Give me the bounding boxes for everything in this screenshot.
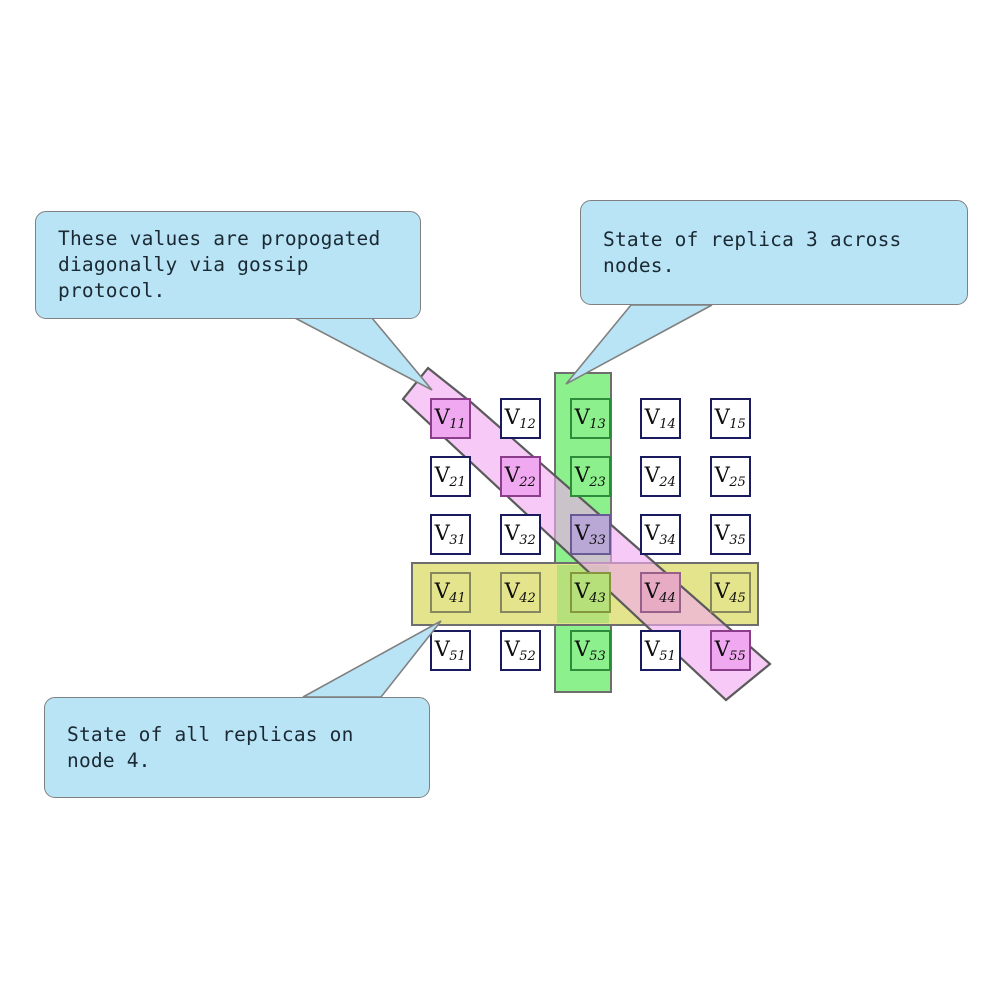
grid-cell-v45[interactable]: V45	[710, 572, 751, 613]
node-4-row-callout-tail	[302, 620, 442, 698]
grid-cell-label: V24	[644, 463, 676, 491]
grid-cell-label: V31	[434, 521, 466, 549]
grid-cell-v13[interactable]: V13	[570, 398, 611, 439]
grid-cell-label: V12	[504, 405, 536, 433]
callout-gossip-diagonal[interactable]: These values are propogated diagonally v…	[35, 211, 421, 319]
grid-cell-v51[interactable]: V51	[430, 630, 471, 671]
grid-cell-label: V42	[504, 579, 536, 607]
grid-cell-v31[interactable]: V31	[430, 514, 471, 555]
grid-cell-v22[interactable]: V22	[500, 456, 541, 497]
grid-cell-v35[interactable]: V35	[710, 514, 751, 555]
grid-cell-label: V22	[504, 463, 536, 491]
callout-replica-3-column-text: State of replica 3 across nodes.	[603, 227, 902, 277]
grid-cell-v24[interactable]: V24	[640, 456, 681, 497]
grid-cell-label: V13	[574, 405, 606, 433]
grid-cell-label: V41	[434, 579, 466, 607]
grid-cell-v33[interactable]: V33	[570, 514, 611, 555]
grid-cell-v12[interactable]: V12	[500, 398, 541, 439]
replica-3-column-callout-tail	[565, 304, 713, 385]
grid-cell-v53[interactable]: V53	[570, 630, 611, 671]
callout-node-4-row[interactable]: State of all replicas on node 4.	[44, 697, 430, 798]
grid-cell-v14[interactable]: V14	[640, 398, 681, 439]
grid-cell-label: V45	[714, 579, 746, 607]
grid-cell-label: V52	[504, 637, 536, 665]
grid-cell-label: V21	[434, 463, 466, 491]
grid-cell-v21[interactable]: V21	[430, 456, 471, 497]
callout-replica-3-column[interactable]: State of replica 3 across nodes.	[580, 200, 968, 305]
grid-cell-v51[interactable]: V51	[640, 630, 681, 671]
grid-cell-label: V32	[504, 521, 536, 549]
grid-cell-v43[interactable]: V43	[570, 572, 611, 613]
grid-cell-v44[interactable]: V44	[640, 572, 681, 613]
grid-cell-v15[interactable]: V15	[710, 398, 751, 439]
gossip-diagonal-callout-tail	[294, 317, 433, 391]
grid-cell-v25[interactable]: V25	[710, 456, 751, 497]
grid-cell-v34[interactable]: V34	[640, 514, 681, 555]
grid-cell-label: V51	[644, 637, 676, 665]
grid-cell-label: V14	[644, 405, 676, 433]
grid-cell-v11[interactable]: V11	[430, 398, 471, 439]
grid-cell-label: V35	[714, 521, 746, 549]
grid-cell-v23[interactable]: V23	[570, 456, 611, 497]
grid-cell-label: V53	[574, 637, 606, 665]
grid-cell-v41[interactable]: V41	[430, 572, 471, 613]
callout-gossip-diagonal-text: These values are propogated diagonally v…	[58, 227, 381, 302]
grid-cell-label: V44	[644, 579, 676, 607]
grid-cell-v42[interactable]: V42	[500, 572, 541, 613]
grid-cell-v55[interactable]: V55	[710, 630, 751, 671]
callout-node-4-row-text: State of all replicas on node 4.	[67, 722, 354, 772]
grid-cell-label: V34	[644, 521, 676, 549]
grid-cell-label: V33	[574, 521, 606, 549]
grid-cell-label: V55	[714, 637, 746, 665]
grid-cell-label: V43	[574, 579, 606, 607]
grid-cell-v52[interactable]: V52	[500, 630, 541, 671]
grid-cell-label: V15	[714, 405, 746, 433]
grid-cell-label: V23	[574, 463, 606, 491]
grid-cell-label: V25	[714, 463, 746, 491]
grid-cell-v32[interactable]: V32	[500, 514, 541, 555]
grid-cell-label: V11	[434, 405, 466, 433]
grid-cell-label: V51	[434, 637, 466, 665]
